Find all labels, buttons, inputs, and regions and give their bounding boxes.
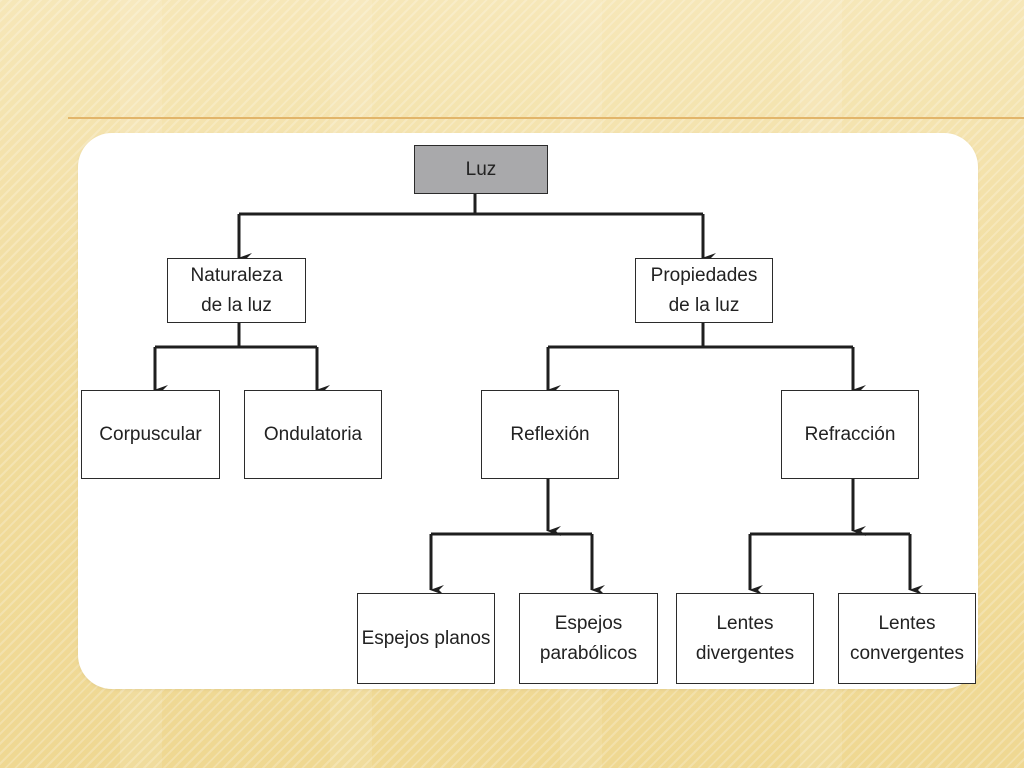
node-reflexion: Reflexión <box>481 390 619 479</box>
node-lentes-divergentes: Lentes divergentes <box>676 593 814 684</box>
connector-naturaleza <box>155 323 317 349</box>
node-refraccion: Refracción <box>781 390 919 479</box>
node-luz: Luz <box>414 145 548 194</box>
node-propiedades: Propiedades de la luz <box>635 258 773 323</box>
node-espejos-parabolicos: Espejos parabólicos <box>519 593 658 684</box>
node-naturaleza: Naturaleza de la luz <box>167 258 306 323</box>
node-espejos-planos: Espejos planos <box>357 593 495 684</box>
node-ondulatoria: Ondulatoria <box>244 390 382 479</box>
connector-root <box>239 194 703 216</box>
title-rule <box>68 117 1024 119</box>
slide-reflection: Espejos planos Espejos parabólicos Lente… <box>0 690 1024 768</box>
node-corpuscular: Corpuscular <box>81 390 220 479</box>
connector-propiedades <box>548 323 853 349</box>
node-lentes-convergentes: Lentes convergentes <box>838 593 976 684</box>
